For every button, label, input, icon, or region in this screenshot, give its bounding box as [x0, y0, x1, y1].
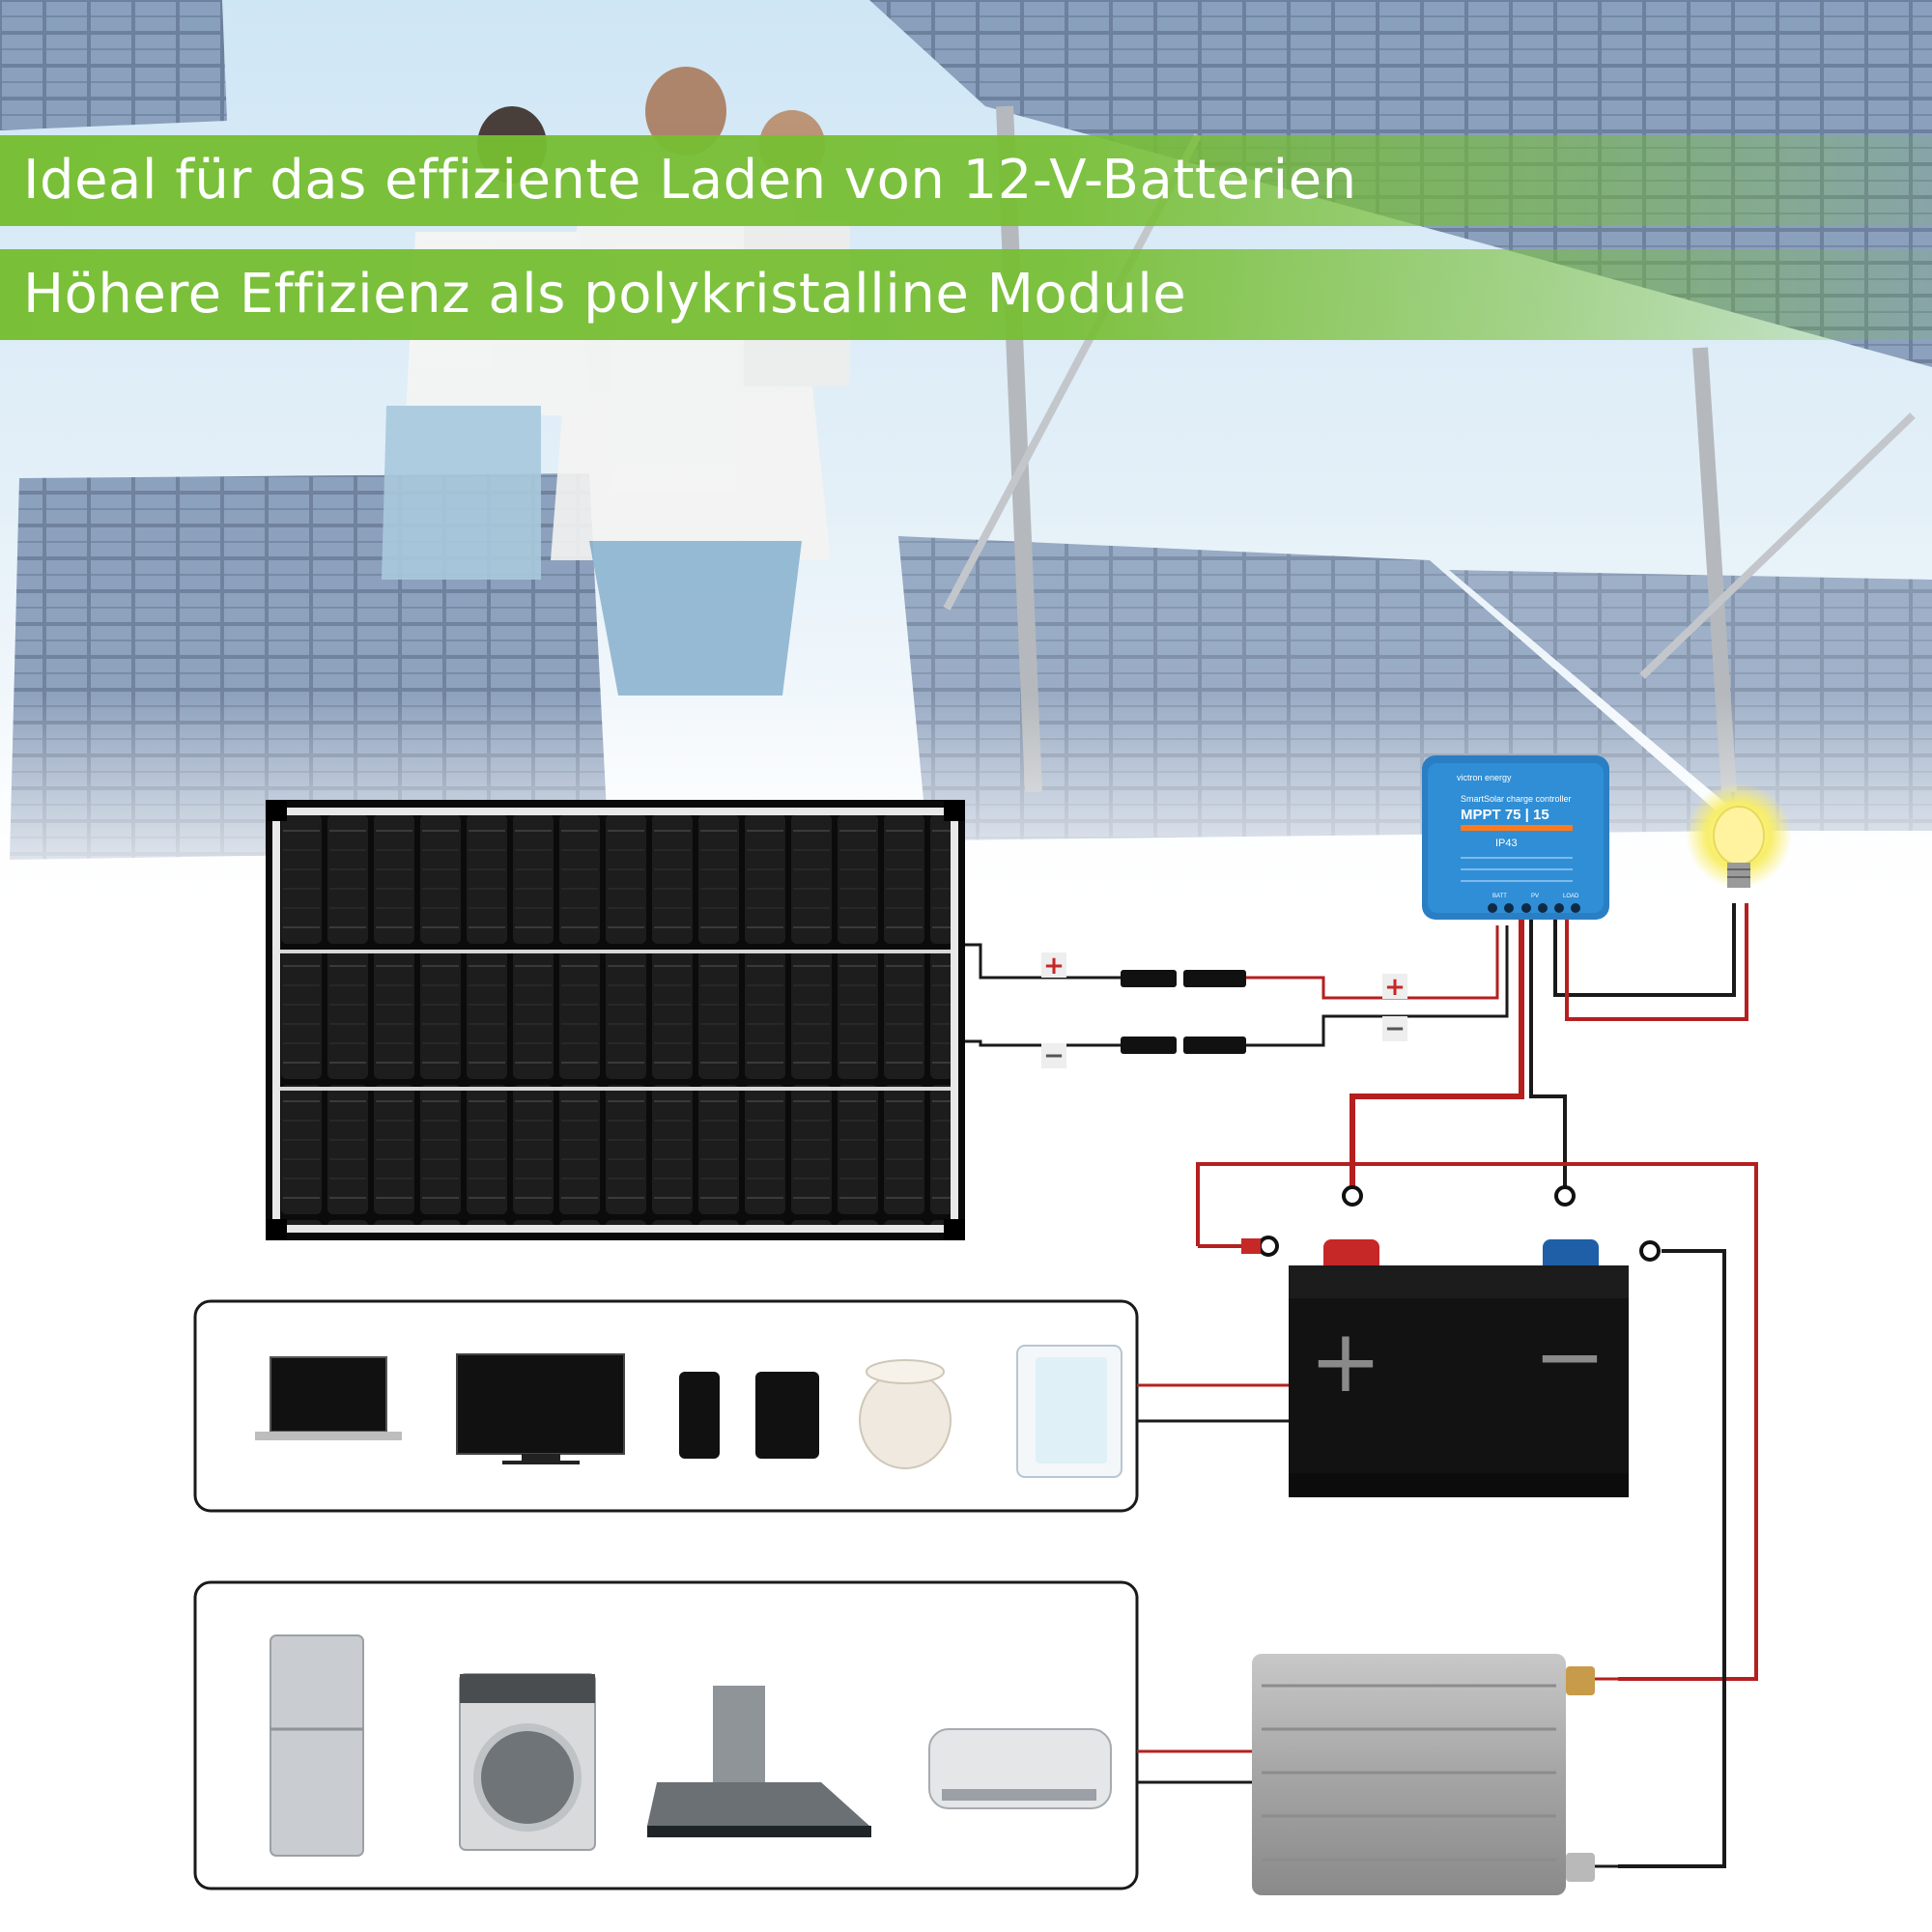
tv-icon	[456, 1353, 625, 1464]
charge-controller: victron energy SmartSolar charge control…	[1422, 755, 1609, 920]
battery-positive-sign: +	[1309, 1311, 1381, 1412]
controller-negative-sign: −	[1384, 1014, 1406, 1043]
controller-terminal-load: LOAD	[1563, 894, 1579, 899]
controller-wiring	[1196, 903, 1758, 1868]
washing-machine-icon	[459, 1673, 596, 1851]
mc4-connector-negative	[1121, 1037, 1246, 1054]
headline-banner: Ideal für das effiziente Laden von 12-V-…	[0, 135, 1932, 226]
panel-positive-sign: +	[1043, 952, 1065, 980]
ring-terminals	[1241, 1185, 1661, 1262]
solar-panel	[266, 800, 965, 1240]
mc4-connector-positive	[1121, 970, 1246, 987]
laptop-icon	[255, 1356, 402, 1440]
controller-rating: IP43	[1495, 838, 1518, 849]
air-conditioner-icon	[928, 1728, 1112, 1809]
battery-negative-sign: −	[1533, 1306, 1605, 1407]
controller-brand: victron energy	[1457, 773, 1512, 782]
ac-load-box	[193, 1580, 1252, 1890]
range-hood-icon	[647, 1686, 871, 1837]
inverter	[1252, 1654, 1618, 1895]
controller-positive-sign: +	[1384, 973, 1406, 1002]
dc-load-box	[193, 1299, 1289, 1513]
pv-sign-labels: + − + −	[1041, 952, 1407, 1070]
controller-terminal-pv: PV	[1531, 894, 1539, 899]
mini-fridge-icon	[1016, 1345, 1122, 1478]
controller-model: MPPT 75 | 15	[1461, 807, 1549, 823]
controller-product-line: SmartSolar charge controller	[1461, 794, 1572, 804]
rice-cooker-icon	[859, 1359, 952, 1469]
subheadline-text: Höhere Effizienz als polykristalline Mod…	[23, 263, 1187, 326]
phone-icon	[679, 1372, 720, 1459]
subheadline-banner: Höhere Effizienz als polykristalline Mod…	[0, 249, 1932, 340]
light-bulb-icon	[1686, 782, 1792, 889]
panel-negative-sign: −	[1043, 1041, 1065, 1070]
refrigerator-icon	[270, 1634, 364, 1857]
tablet-icon	[755, 1372, 819, 1459]
battery: + −	[1289, 1239, 1629, 1497]
headline-text: Ideal für das effiziente Laden von 12-V-…	[23, 149, 1357, 212]
controller-terminal-batt: BATT	[1492, 894, 1507, 899]
